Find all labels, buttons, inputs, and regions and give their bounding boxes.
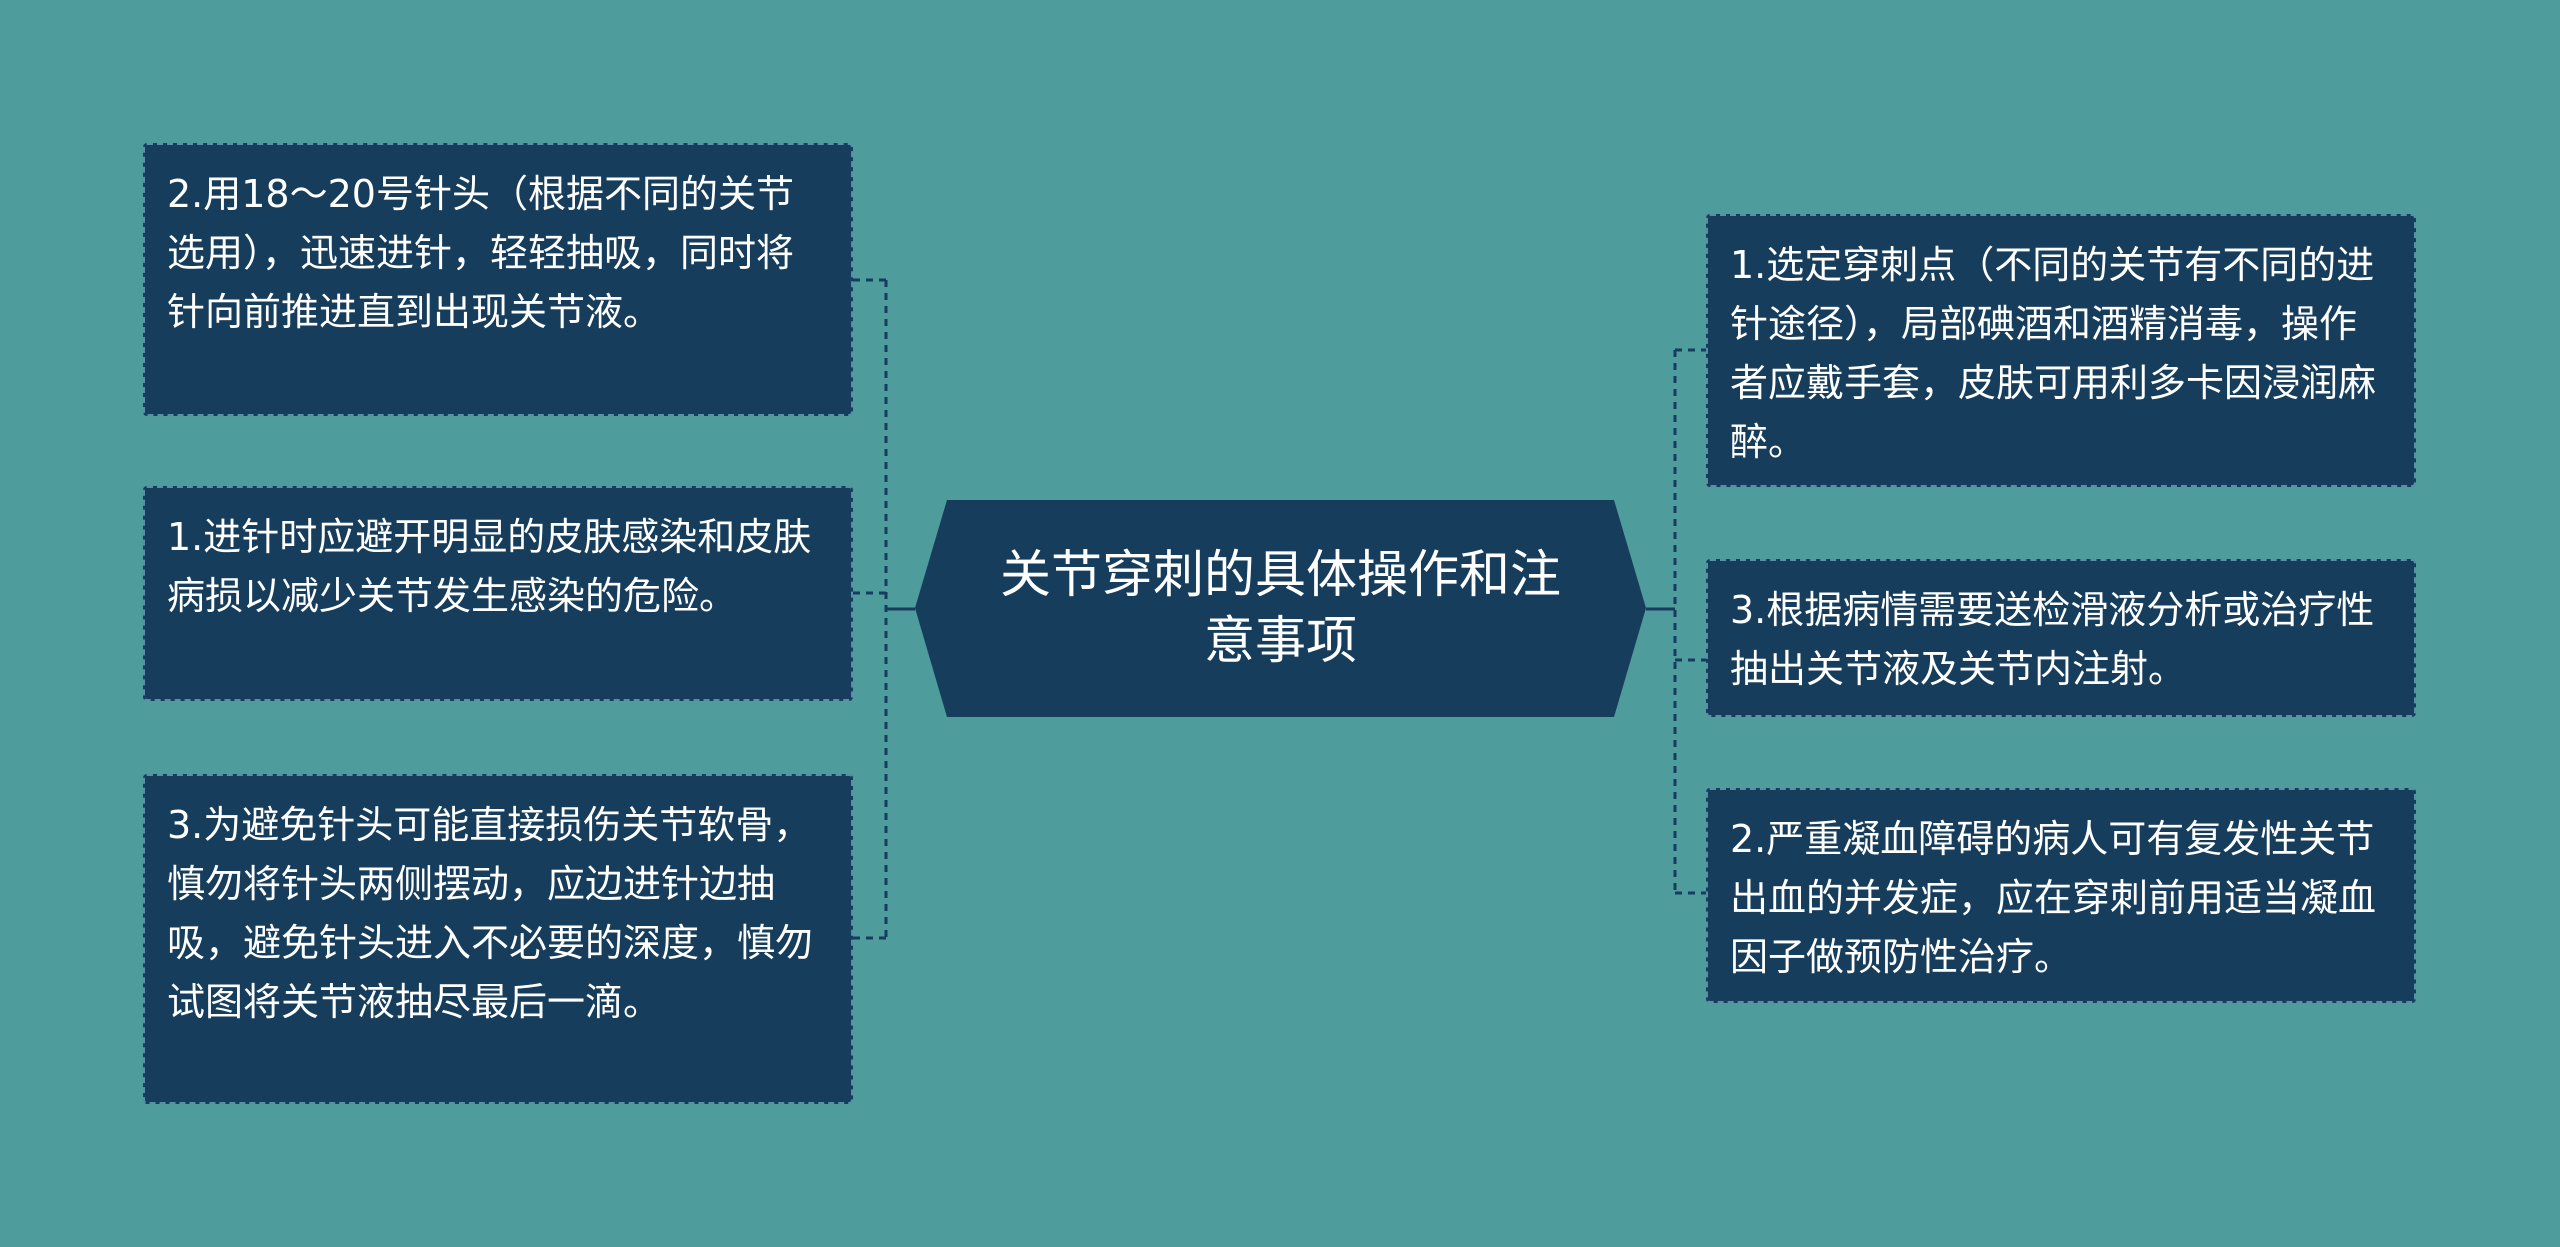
left-node-2[interactable]: 1.进针时应避开明显的皮肤感染和皮肤病损以减少关节发生感染的危险。 [143,486,853,701]
left-node-1-text: 2.用18～20号针头（根据不同的关节选用），迅速进针，轻轻抽吸，同时将针向前推… [167,172,795,334]
right-node-1[interactable]: 1.选定穿刺点（不同的关节有不同的进针途径），局部碘酒和酒精消毒，操作者应戴手套… [1706,214,2416,487]
center-topic-shape [915,500,1646,717]
left-node-3-text: 3.为避免针头可能直接损伤关节软骨，慎勿将针头两侧摆动，应边进针边抽吸，避免针头… [167,803,814,1024]
right-node-1-text: 1.选定穿刺点（不同的关节有不同的进针途径），局部碘酒和酒精消毒，操作者应戴手套… [1730,243,2377,464]
center-topic-node[interactable]: 关节穿刺的具体操作和注意事项 [915,500,1646,717]
right-node-2[interactable]: 3.根据病情需要送检滑液分析或治疗性抽出关节液及关节内注射。 [1706,559,2416,717]
right-node-3-text: 2.严重凝血障碍的病人可有复发性关节出血的并发症，应在穿刺前用适当凝血因子做预防… [1730,817,2377,979]
center-topic-title: 关节穿刺的具体操作和注意事项 [999,545,1561,671]
left-node-3[interactable]: 3.为避免针头可能直接损伤关节软骨，慎勿将针头两侧摆动，应边进针边抽吸，避免针头… [143,774,853,1104]
left-node-1[interactable]: 2.用18～20号针头（根据不同的关节选用），迅速进针，轻轻抽吸，同时将针向前推… [143,143,853,416]
right-node-2-text: 3.根据病情需要送检滑液分析或治疗性抽出关节液及关节内注射。 [1730,588,2375,691]
left-node-2-text: 1.进针时应避开明显的皮肤感染和皮肤病损以减少关节发生感染的危险。 [167,515,812,618]
right-node-3[interactable]: 2.严重凝血障碍的病人可有复发性关节出血的并发症，应在穿刺前用适当凝血因子做预防… [1706,788,2416,1003]
